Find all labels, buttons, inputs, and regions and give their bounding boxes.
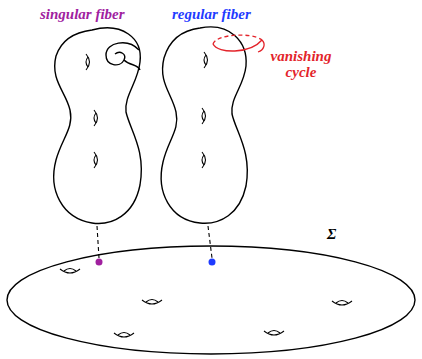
surface-name: Σ bbox=[327, 226, 336, 242]
vanishing-cycle-front bbox=[213, 40, 262, 51]
projection-line bbox=[208, 226, 212, 258]
fiber-title: regular fiber bbox=[172, 6, 251, 22]
vanishing-cycle-back bbox=[213, 35, 262, 44]
regular-point bbox=[209, 259, 216, 266]
singular-point bbox=[96, 259, 103, 266]
callout-label: vanishing cycle bbox=[262, 48, 340, 80]
singular-fiber-surface bbox=[54, 28, 142, 224]
base-surface bbox=[7, 246, 415, 354]
pinched-curl bbox=[106, 43, 140, 70]
regular-fiber-surface bbox=[161, 27, 247, 223]
projection-line bbox=[97, 226, 99, 258]
vanishing-cycle-hook bbox=[258, 40, 264, 52]
fiber-title: singular fiber bbox=[40, 6, 125, 22]
